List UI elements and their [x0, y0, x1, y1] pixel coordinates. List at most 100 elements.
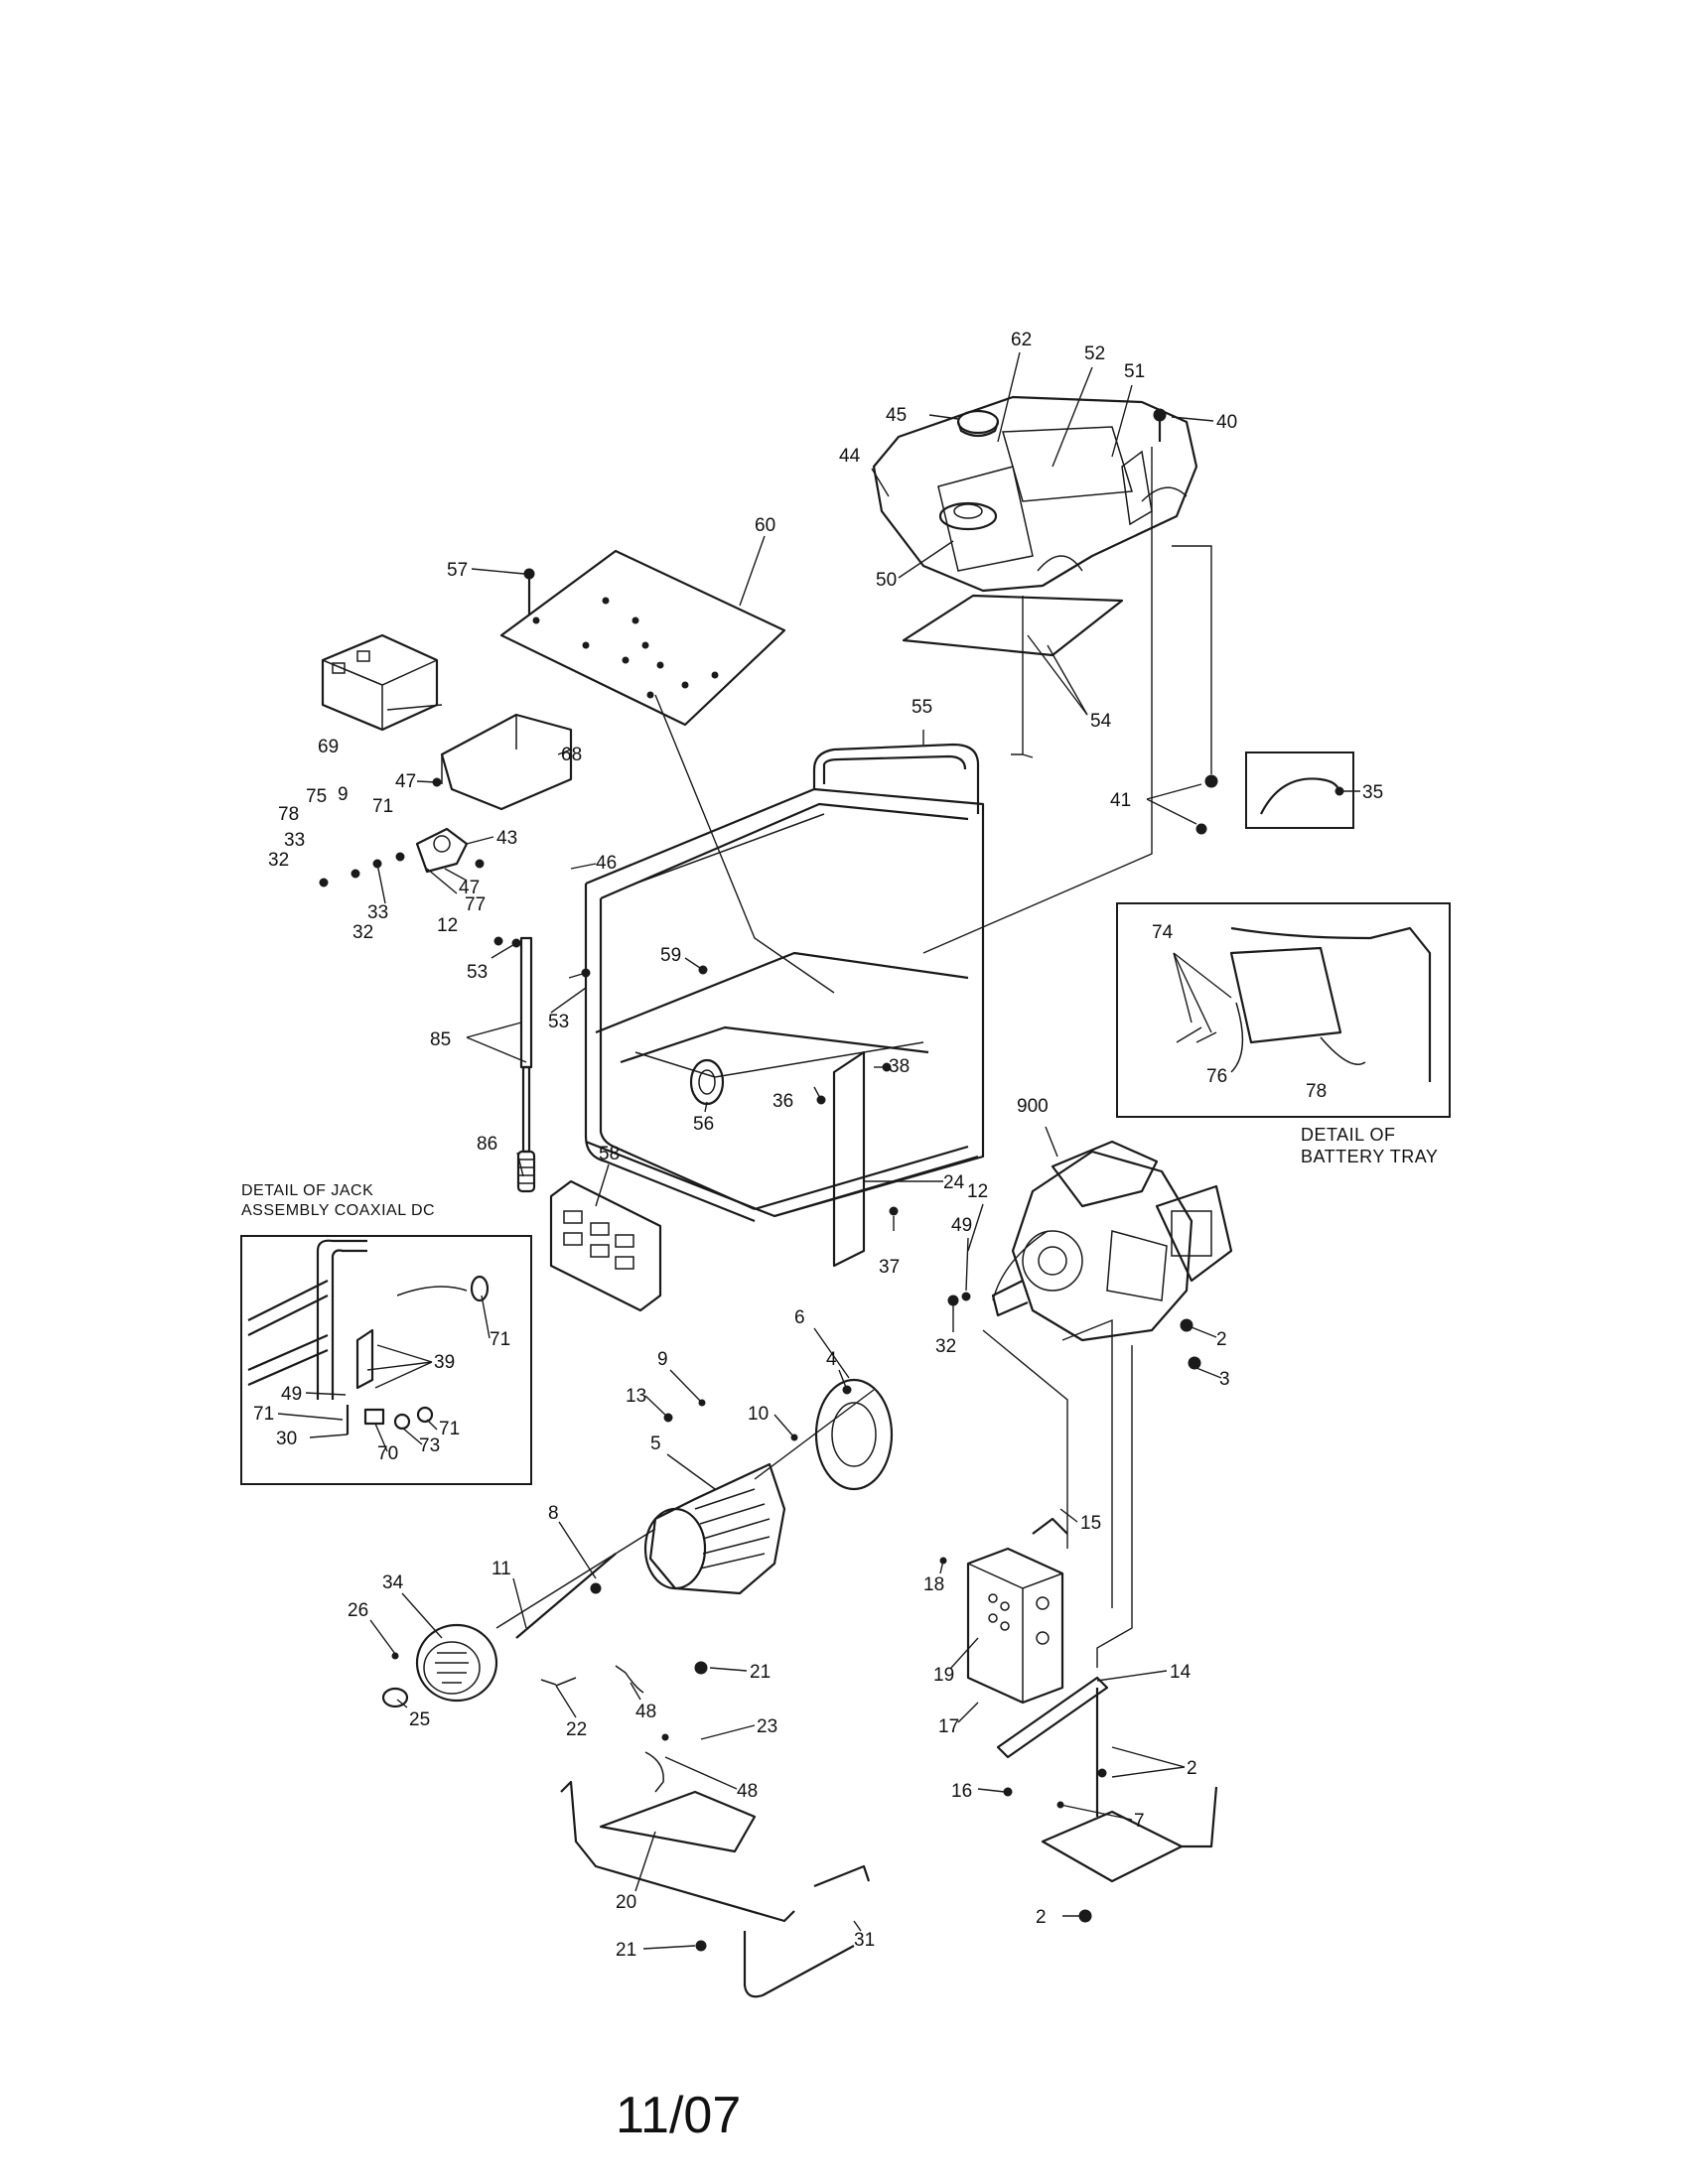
- callout-label: 43: [496, 828, 517, 849]
- callout-label: 16: [951, 1781, 972, 1802]
- callout-label: 78: [278, 804, 299, 825]
- callout-label: 26: [348, 1600, 368, 1621]
- callout-label: 47: [395, 771, 416, 792]
- jack-detail-caption: DETAIL OF JACK ASSEMBLY COAXIAL DC: [241, 1182, 436, 1219]
- callout-label: 56: [693, 1114, 714, 1135]
- callout-label: 46: [596, 853, 617, 874]
- callout-label: 34: [382, 1572, 404, 1593]
- callout-label: 23: [757, 1716, 777, 1737]
- callout-label: 22: [566, 1719, 587, 1740]
- callout-label: 9: [657, 1349, 668, 1370]
- rear-bearing-carrier: [814, 1378, 894, 1491]
- callout-label: 60: [755, 515, 775, 536]
- callout-label: 11: [491, 1559, 511, 1579]
- callout-label: 53: [548, 1012, 569, 1032]
- callout-label: 54: [1090, 711, 1112, 732]
- callout-label: 77: [465, 894, 486, 915]
- callout-label: 900: [1017, 1096, 1049, 1117]
- callout-label: 21: [616, 1940, 636, 1961]
- callout-label: 52: [1084, 343, 1105, 364]
- callout-label: 45: [886, 405, 907, 426]
- callout-label: 48: [737, 1781, 758, 1802]
- callout-label: 49: [951, 1215, 972, 1236]
- callout-label: 12: [967, 1181, 988, 1202]
- callout-label: 20: [616, 1892, 636, 1913]
- date-stamp: 11/07: [616, 2087, 741, 2144]
- callout-label: 47: [459, 878, 480, 898]
- battery: [321, 633, 439, 732]
- tank-bolt: [1153, 408, 1167, 442]
- callout-label: 32: [268, 850, 289, 871]
- jack-strut: [516, 936, 536, 1193]
- callout-label: 76: [1206, 1066, 1227, 1087]
- callout-label: 24: [943, 1172, 965, 1193]
- callout-label: 32: [935, 1336, 956, 1357]
- outlet-56: [689, 1058, 725, 1106]
- callout-label: 2: [1216, 1329, 1227, 1350]
- callout-label: 39: [434, 1352, 455, 1373]
- leader-lines: [277, 351, 1360, 1950]
- callout-label: 17: [938, 1716, 959, 1737]
- battery-tray-detail: [1116, 902, 1451, 1118]
- callout-label: 7: [1134, 1811, 1145, 1832]
- callout-label: 5: [650, 1433, 661, 1454]
- rear-cover: [415, 1623, 498, 1703]
- callout-label: 70: [377, 1443, 398, 1464]
- callout-label: 38: [889, 1056, 910, 1077]
- tank-gasket: [902, 594, 1124, 657]
- callout-label: 44: [839, 446, 861, 467]
- callout-label: 78: [1306, 1081, 1327, 1102]
- battery-detail-caption-box: DETAIL OF BATTERY TRAY: [1301, 1125, 1439, 1166]
- wire-detail: [1245, 751, 1354, 829]
- battery-tray: [440, 713, 573, 811]
- callout-label: 33: [284, 830, 305, 851]
- callout-label: 71: [372, 796, 393, 817]
- callout-label: 14: [1170, 1662, 1192, 1683]
- muffler: [966, 1547, 1064, 1705]
- callout-label: 71: [439, 1419, 460, 1439]
- callout-label: 19: [933, 1665, 954, 1686]
- callout-label: 69: [318, 737, 339, 757]
- callout-label: 30: [276, 1429, 297, 1449]
- callout-label: 53: [467, 962, 488, 983]
- callout-label: 2: [1036, 1907, 1047, 1928]
- callout-label: 85: [430, 1029, 451, 1050]
- callout-label: 75: [306, 786, 327, 807]
- callout-label: 74: [1152, 922, 1174, 943]
- callout-label: 9: [338, 784, 349, 805]
- muffler-clamp: [1032, 1517, 1068, 1535]
- callout-label: 25: [409, 1709, 430, 1730]
- callout-label: 15: [1080, 1513, 1101, 1534]
- callout-label: 48: [635, 1702, 656, 1722]
- callout-label: 55: [912, 697, 932, 718]
- callout-label: 8: [548, 1503, 559, 1524]
- engine: [991, 1140, 1233, 1342]
- callout-label: 6: [794, 1307, 805, 1328]
- harness-43: [415, 827, 469, 874]
- callout-label: 4: [826, 1349, 837, 1370]
- hardware: [319, 774, 1218, 1952]
- end-cap: [381, 1687, 409, 1708]
- callout-label: 57: [447, 560, 468, 581]
- callout-label: 2: [1187, 1758, 1197, 1779]
- callout-label: 31: [854, 1930, 875, 1951]
- control-panel: [549, 1179, 662, 1312]
- callout-label: 86: [477, 1134, 497, 1155]
- fuel-cap: [956, 409, 1000, 438]
- front-cradle: [560, 1780, 871, 1998]
- callout-label: 12: [437, 915, 458, 936]
- callout-label: 71: [490, 1329, 510, 1350]
- panel-plate: [499, 549, 786, 727]
- callout-label: 73: [419, 1435, 440, 1456]
- callout-label: 59: [660, 945, 681, 966]
- callout-label: 40: [1216, 412, 1237, 433]
- callout-label: 51: [1124, 361, 1145, 382]
- callout-label: 36: [772, 1091, 793, 1112]
- battery-detail-caption: DETAIL OF BATTERY TRAY: [1301, 1125, 1439, 1166]
- stator: [643, 1462, 786, 1595]
- callout-labels: 62 52 51 45 40 44 50 54 60 57 55 69 68 4…: [253, 330, 1383, 1961]
- callout-label: 18: [923, 1574, 944, 1595]
- callout-label: 10: [748, 1404, 769, 1425]
- through-bolt: [515, 1553, 617, 1639]
